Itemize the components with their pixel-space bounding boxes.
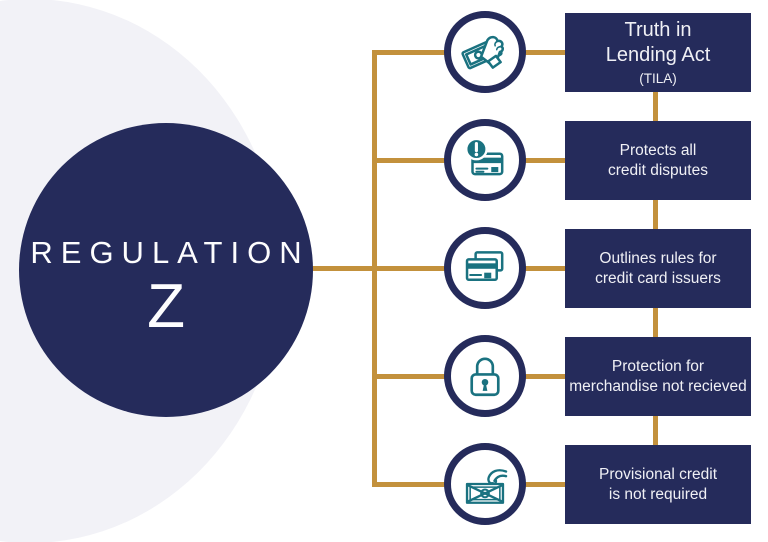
- box-text-line: Lending Act: [605, 44, 711, 66]
- title-regulation: REGULATION: [30, 235, 310, 270]
- box-text-line: Protection for: [611, 357, 705, 375]
- credit-card-alert-icon: [465, 137, 504, 176]
- connector-box-link: [653, 92, 658, 121]
- money-in-hand-icon: [461, 35, 505, 70]
- info-box-merchandise: Protection for merchandise not recieved: [565, 337, 751, 416]
- credit-cards-icon: [465, 251, 504, 281]
- padlock-icon: [470, 357, 500, 397]
- box-text-line: is not required: [608, 485, 708, 503]
- box-text-line: credit disputes: [608, 161, 708, 179]
- info-box-credit-disputes: Protects all credit disputes: [565, 121, 751, 200]
- box-text-line: Outlines rules for: [599, 249, 717, 267]
- connector-box-link: [653, 308, 658, 337]
- regulation-z-circle: REGULATION Z: [19, 123, 313, 417]
- box-text-note: (TILA): [639, 71, 677, 86]
- money-in-hand-badge: [444, 11, 526, 93]
- credit-card-alert-badge: [444, 119, 526, 201]
- padlock-badge: [444, 335, 526, 417]
- hand-cash-crossed-badge: [444, 443, 526, 525]
- box-text-line: Truth in: [624, 19, 692, 41]
- box-text-line: merchandise not recieved: [569, 377, 747, 395]
- connector-box-link: [653, 200, 658, 229]
- connector-box-link: [653, 416, 658, 445]
- info-box-card-issuers: Outlines rules for credit card issuers: [565, 229, 751, 308]
- box-text-line: credit card issuers: [595, 269, 721, 287]
- hand-cash-crossed-icon: [465, 469, 508, 504]
- connector-branch-line: [303, 266, 565, 271]
- title-z: Z: [147, 272, 185, 341]
- box-text-line: Provisional credit: [598, 465, 718, 483]
- credit-cards-badge: [444, 227, 526, 309]
- info-box-provisional-credit: Provisional credit is not required: [565, 445, 751, 524]
- info-box-tila: Truth in Lending Act (TILA): [565, 13, 751, 92]
- box-text-line: Protects all: [619, 141, 697, 159]
